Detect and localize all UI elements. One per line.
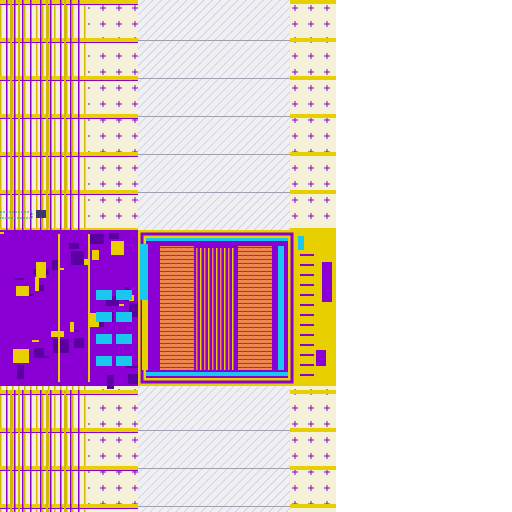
teal-marker	[0, 210, 46, 219]
upper-row-rails	[0, 0, 336, 233]
lower-cell-region	[0, 386, 336, 512]
upper-cell-region	[0, 0, 336, 233]
routing-channel-bottom	[138, 386, 290, 512]
array-bank-left	[160, 246, 194, 370]
array-block	[138, 230, 296, 386]
array-bank-right	[238, 246, 272, 370]
routing-channel-top	[138, 0, 290, 230]
right-edge-block	[296, 230, 336, 386]
core-logic-block	[0, 230, 144, 389]
